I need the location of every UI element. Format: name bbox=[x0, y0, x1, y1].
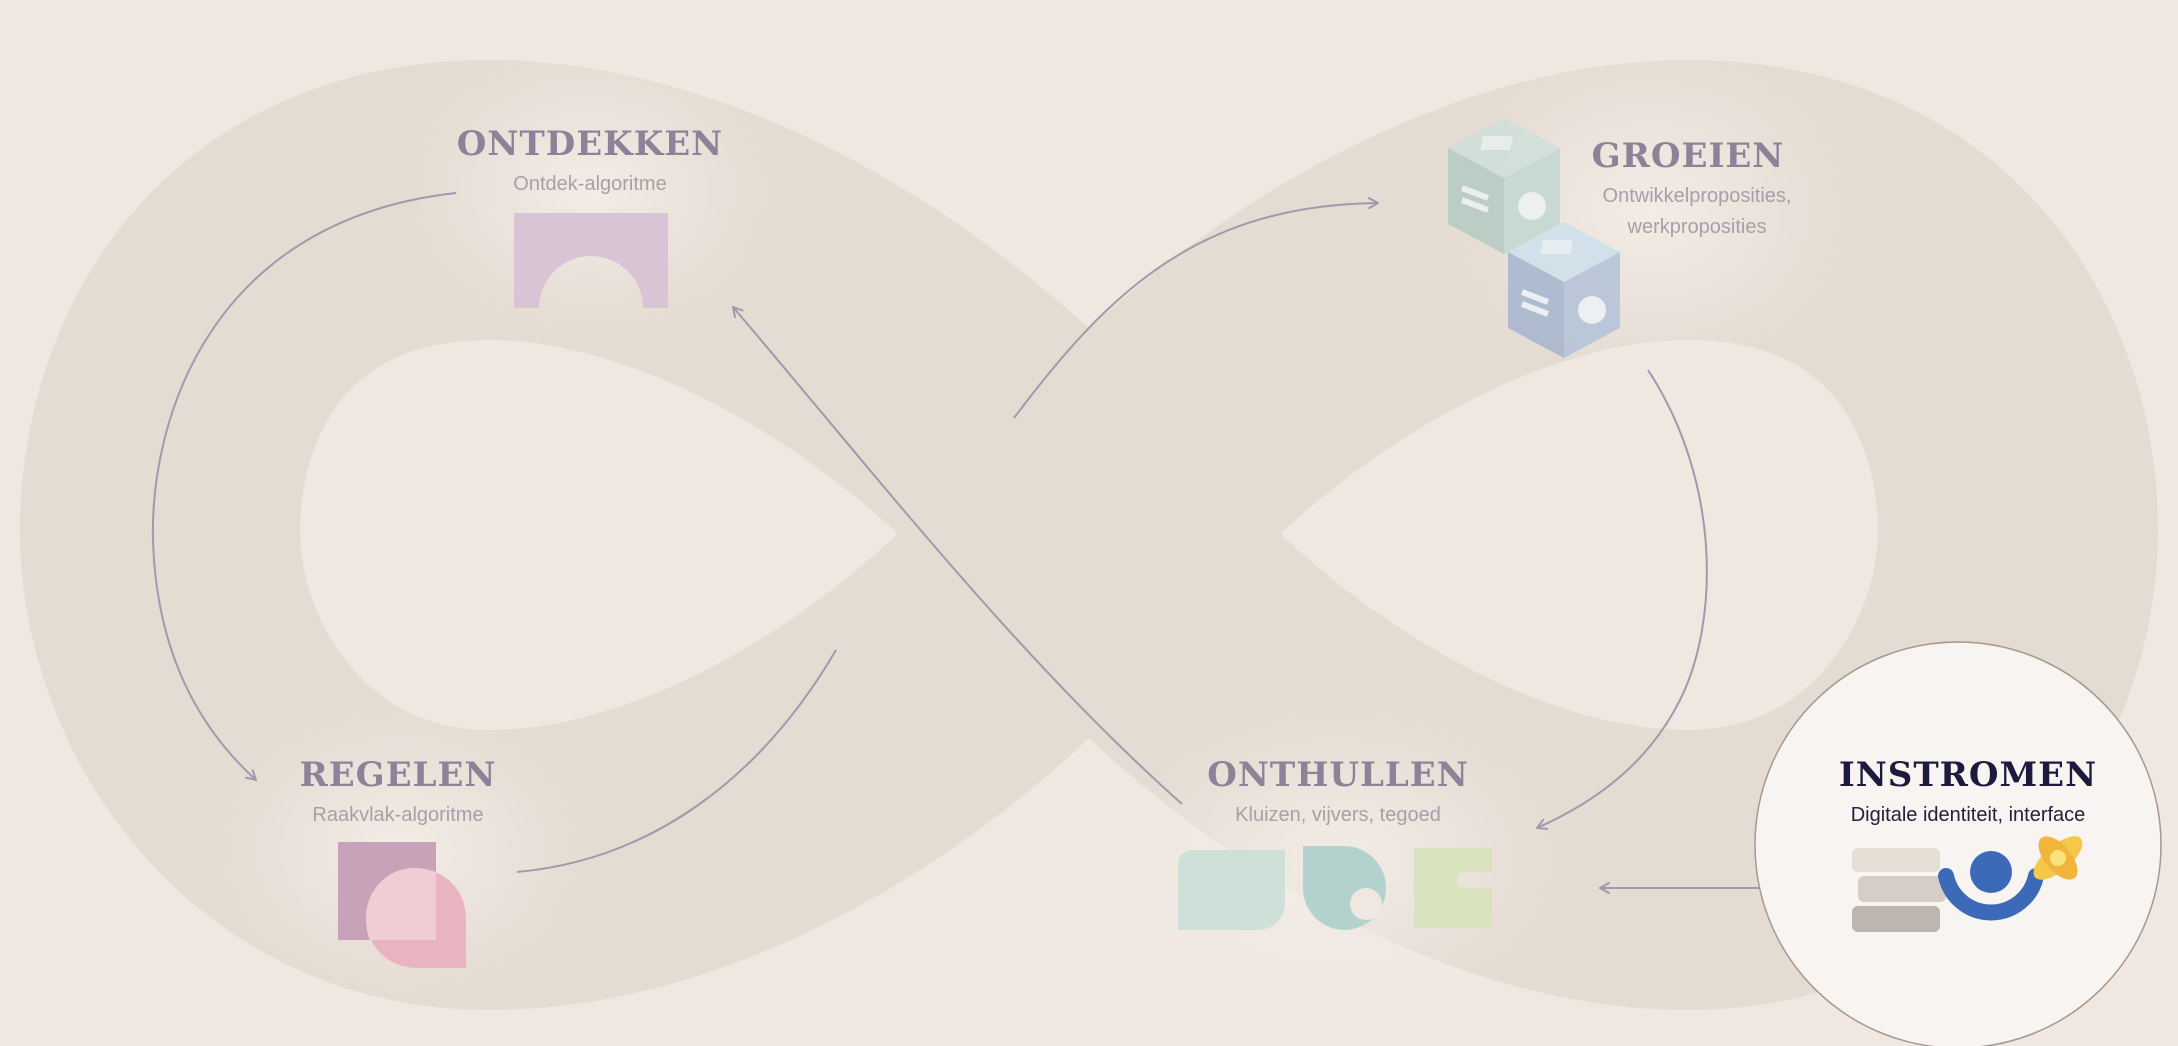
instromen-focus-circle bbox=[1754, 641, 2162, 1046]
arrow-onthullen-to-ontdekken bbox=[732, 306, 1183, 805]
arrow-regelen-to-center bbox=[516, 649, 837, 873]
arrow-ontdekken-to-regelen bbox=[151, 192, 457, 781]
arrow-groeien-to-onthullen bbox=[1536, 369, 1708, 830]
arch-block-icon bbox=[514, 213, 668, 308]
arrow-center-to-groeien bbox=[1013, 197, 1379, 419]
overlapping-shapes-icon bbox=[338, 842, 466, 968]
stage-subtitle-groeien-line1: Ontwikkelproposities, bbox=[1602, 185, 1792, 207]
stage-subtitle-onthullen: Kluizen, vijvers, tegoed bbox=[1235, 804, 1441, 826]
stage-subtitle-groeien-line2: werkproposities bbox=[1627, 216, 1767, 238]
identity-figure-icon bbox=[1852, 836, 2083, 932]
stage-title-instromen: INSTROMEN bbox=[1838, 755, 2098, 795]
stage-title-groeien: GROEIEN bbox=[1591, 136, 1785, 176]
stage-subtitle-ontdekken: Ontdek-algoritme bbox=[513, 173, 667, 195]
stage-subtitle-instromen: Digitale identiteit, interface bbox=[1850, 804, 2086, 826]
stacked-cubes-icon bbox=[1448, 118, 1620, 358]
stage-title-regelen: REGELEN bbox=[299, 755, 497, 795]
sparkle-icon bbox=[2033, 836, 2083, 880]
stage-subtitle-regelen: Raakvlak-algoritme bbox=[312, 804, 484, 826]
stage-title-ontdekken: ONTDEKKEN bbox=[456, 124, 724, 164]
vault-shapes-icon bbox=[1178, 846, 1492, 930]
stage-title-onthullen: ONTHULLEN bbox=[1207, 755, 1469, 795]
